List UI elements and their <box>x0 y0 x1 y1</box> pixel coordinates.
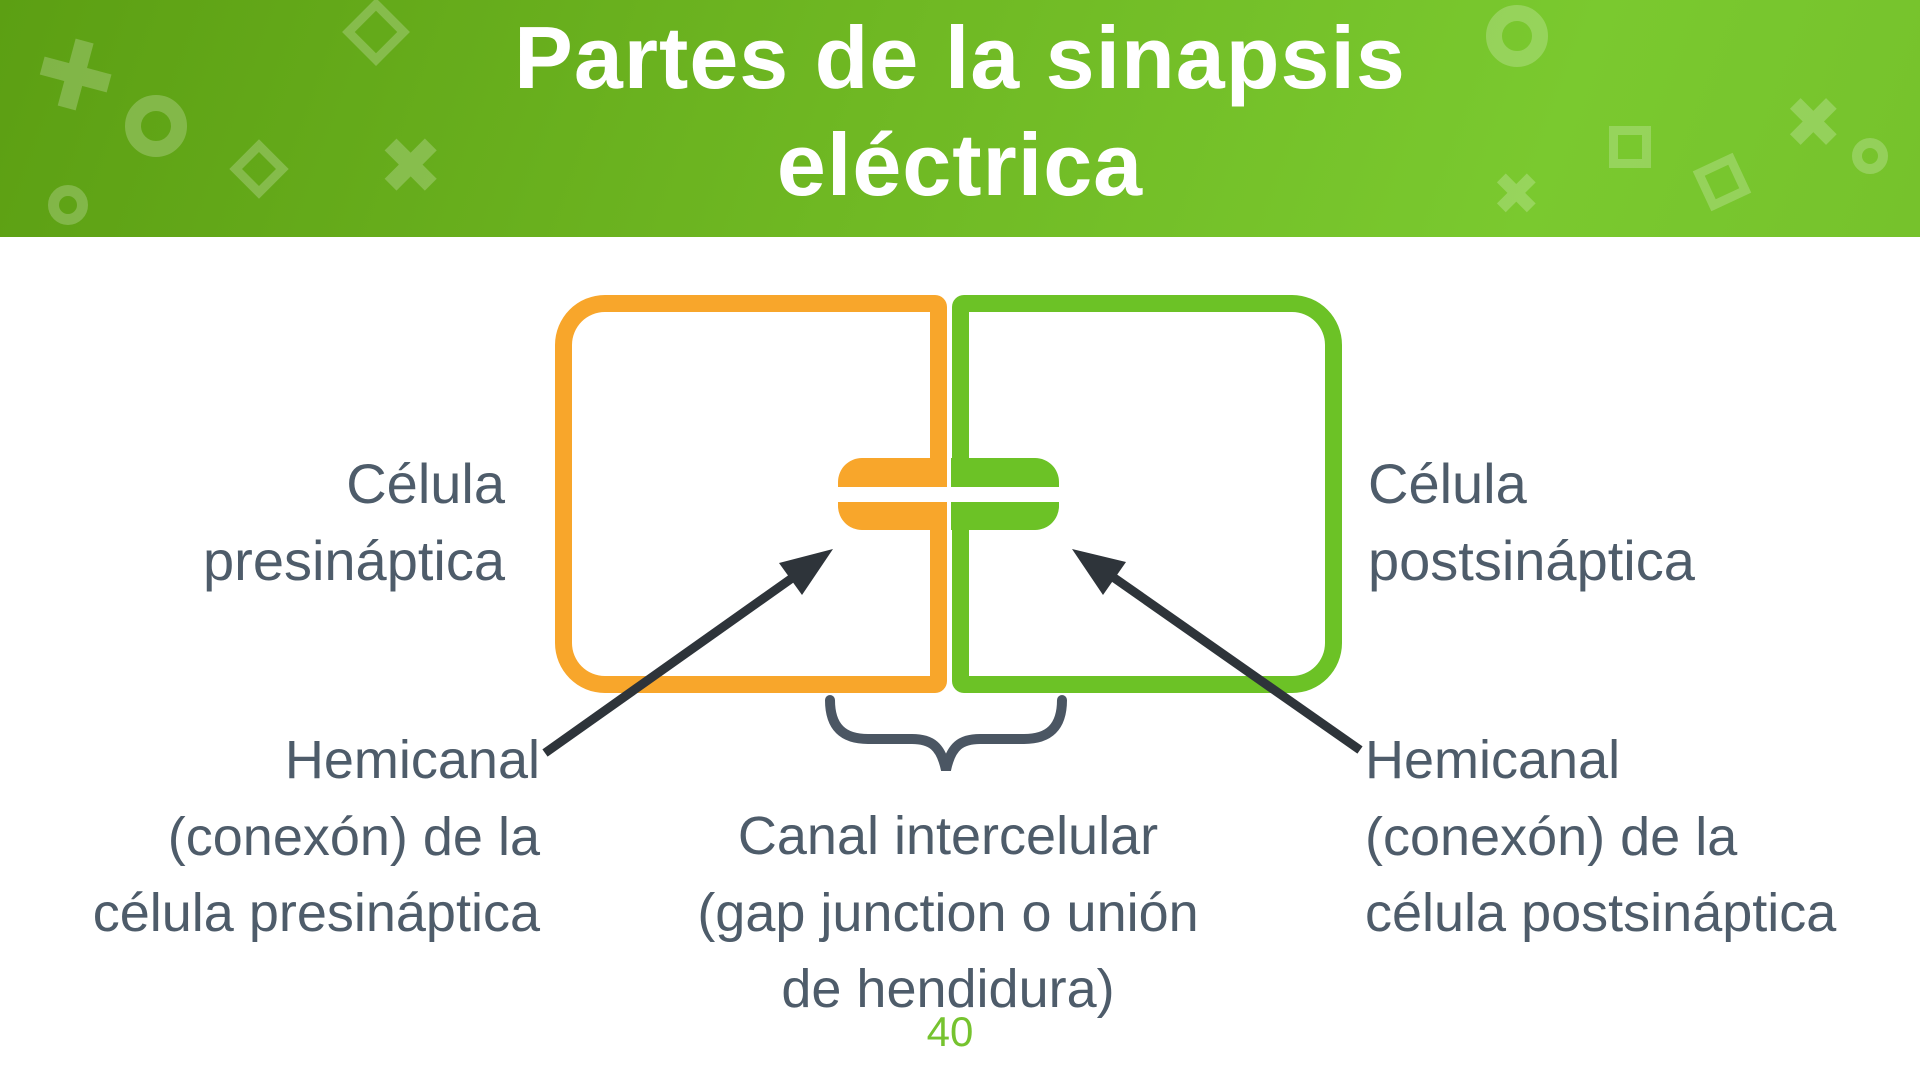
gap-junction-channel <box>838 458 1059 530</box>
brace-icon <box>825 695 1067 772</box>
page-number: 40 <box>926 1008 974 1055</box>
postsynaptic-hemichannel-label: Hemicanal (conexón) de la célula postsin… <box>1365 730 1837 944</box>
square-icon <box>1609 126 1651 168</box>
header-banner: Partes de la sinapsis eléctrica <box>0 0 1920 237</box>
slide-title: Partes de la sinapsis eléctrica <box>514 8 1406 215</box>
ring-icon <box>48 185 88 225</box>
channel-pore <box>838 487 1059 502</box>
presynaptic-hemichannel-label: Hemicanal (conexón) de la célula presiná… <box>92 730 540 944</box>
ring-icon <box>1852 138 1888 174</box>
intercellular-channel-label: Canal intercelular (gap junction o unión… <box>697 806 1199 1020</box>
postsynaptic-cell-label: Célula postsináptica <box>1368 452 1695 593</box>
presynaptic-cell-label: Célula presináptica <box>203 452 505 593</box>
